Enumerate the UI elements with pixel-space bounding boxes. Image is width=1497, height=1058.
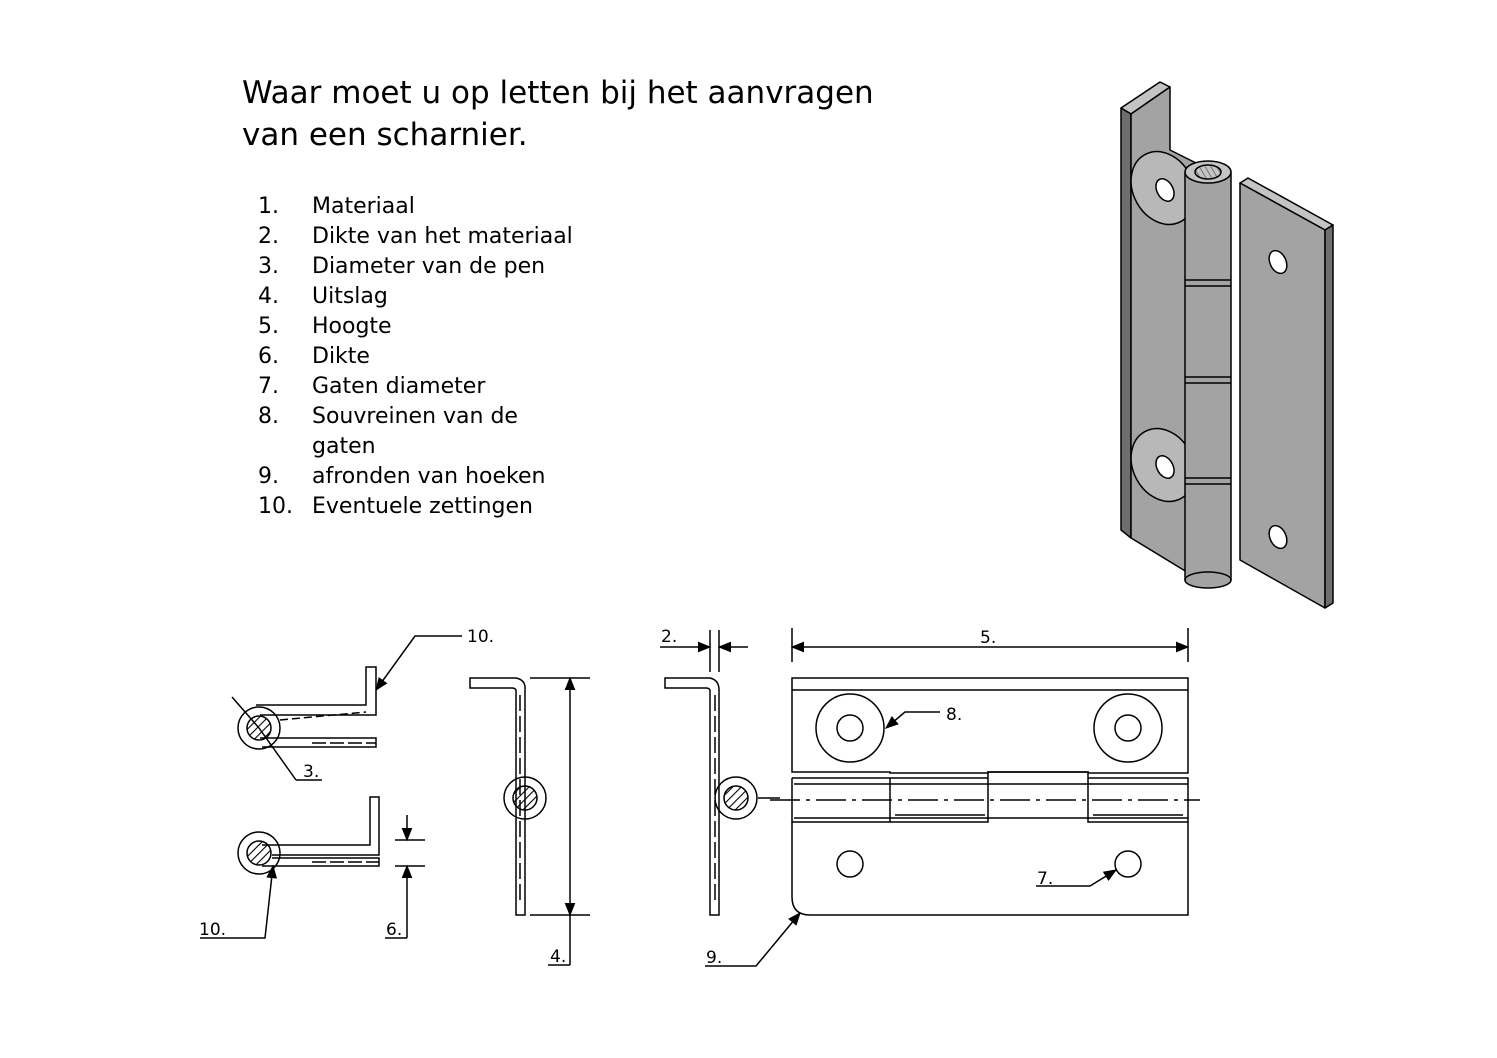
callout-3-leader	[258, 727, 297, 781]
list-item: 8. Souvreinen van de gaten	[258, 402, 582, 462]
hinge-3d-hole-lower	[1155, 455, 1175, 479]
list-item: 5. Hoogte	[258, 312, 582, 342]
list-item-number: 7.	[258, 374, 279, 399]
hinge-flat-hole-lower-right	[1114, 850, 1142, 878]
list-item: 10. Eventuele zettingen	[258, 492, 582, 522]
callout-10-bottom-label: 10.	[199, 920, 226, 940]
list-item-text: Gaten diameter	[312, 374, 486, 399]
title-line-1: Waar moet u op letten bij het aanvragen	[242, 75, 874, 111]
hinge-3d-pin-end	[1194, 164, 1222, 180]
page-title: Waar moet u op letten bij het aanvragen …	[242, 72, 1002, 156]
list-item-text: Hoogte	[312, 314, 392, 339]
list-item-text: afronden van hoeken	[312, 464, 546, 489]
leaf-front-view-b	[660, 630, 780, 916]
leaf-front-view-a	[469, 676, 590, 966]
callout-8-label: 8.	[946, 705, 962, 725]
side-view-b-knuckle	[237, 831, 281, 875]
hinge-flat-hole-left	[836, 714, 864, 742]
side-view-a	[231, 635, 462, 781]
callout-7-leader	[1036, 869, 1118, 887]
list-item-number: 1.	[258, 194, 279, 219]
checklist: 1. Materiaal 2. Dikte van het materiaal 3.…	[258, 192, 582, 522]
list-item-number: 10.	[258, 494, 293, 519]
hinge-flat-countersink-right	[1093, 693, 1163, 763]
callout-7-label: 7.	[1037, 869, 1053, 889]
list-item-number: 3.	[258, 254, 279, 279]
hinge-flat-countersink-left	[815, 693, 885, 763]
hinge-3d-hole-front-upper	[1268, 249, 1288, 275]
list-item-number: 9.	[258, 464, 279, 489]
callout-10-top-label: 10.	[467, 627, 494, 647]
list-item-text: Dikte van het materiaal	[312, 224, 573, 249]
leaf-front-view-a-knuckle	[503, 776, 547, 820]
list-item: 9. afronden van hoeken	[258, 462, 582, 492]
list-item-text: Uitslag	[312, 284, 388, 309]
list-item: 6. Dikte	[258, 342, 582, 372]
side-view-a-outer-leaf	[256, 666, 377, 716]
hinge-3d-view	[1120, 81, 1334, 609]
list-item: 3. Diameter van de pen	[258, 252, 582, 282]
callout-8-leader	[884, 711, 940, 729]
callout-3-label: 3.	[303, 762, 319, 782]
hinge-3d-back-leaf	[1120, 107, 1132, 539]
list-item-number: 5.	[258, 314, 279, 339]
leaf-front-view-b-knuckle	[714, 776, 758, 820]
list-item: 4. Uitslag	[258, 282, 582, 312]
leaf-front-view-a-pin	[512, 785, 538, 811]
list-item-number: 6.	[258, 344, 279, 369]
list-item-text: Dikte	[312, 344, 370, 369]
list-item: 1. Materiaal	[258, 192, 582, 222]
title-line-2: van een scharnier.	[242, 117, 528, 153]
hinge-3d-front-leaf-side	[1324, 224, 1334, 609]
list-item-number: 8.	[258, 404, 279, 429]
callout-9-leader	[705, 911, 801, 967]
list-item: 2. Dikte van het materiaal	[258, 222, 582, 252]
callout-10-top-leader	[375, 635, 462, 692]
callout-9-label: 9.	[706, 948, 722, 968]
hinge-flat-hole-right	[1114, 714, 1142, 742]
list-item: 7. Gaten diameter	[258, 372, 582, 402]
leaf-front-view-b-pin	[723, 785, 749, 811]
side-view-b-pin	[246, 840, 272, 866]
hinge-3d-knuckle	[1184, 171, 1232, 581]
list-item-number: 4.	[258, 284, 279, 309]
hinge-3d-hole-upper	[1155, 178, 1175, 202]
list-item-text: Materiaal	[312, 194, 415, 219]
hinge-flat-hole-lower-left	[836, 850, 864, 878]
callout-3-leader-top	[231, 696, 260, 729]
hinge-3d-hole-front-lower	[1268, 524, 1288, 550]
side-view-a-knuckle	[237, 706, 281, 750]
list-item-number: 2.	[258, 224, 279, 249]
side-view-b	[200, 796, 425, 939]
list-item-text: Eventuele zettingen	[312, 494, 533, 519]
side-view-a-hidden-line	[279, 711, 367, 721]
list-item-text: Souvreinen van de gaten	[312, 404, 518, 459]
callout-4-label: 4.	[550, 947, 566, 967]
side-view-b-outer-leaf	[262, 796, 380, 856]
hinge-flat-lower-leaf	[791, 822, 1189, 916]
hinge-flat-upper-leaf	[791, 677, 1189, 774]
callout-2-label: 2.	[661, 627, 677, 647]
callout-5-label: 5.	[980, 628, 996, 648]
hinge-3d-knuckle-bottom	[1184, 571, 1232, 589]
callout-10-bottom-leader	[200, 864, 278, 939]
list-item-text: Diameter van de pen	[312, 254, 546, 279]
callout-6-label: 6.	[386, 920, 402, 940]
hinge-flat-view	[705, 628, 1200, 967]
